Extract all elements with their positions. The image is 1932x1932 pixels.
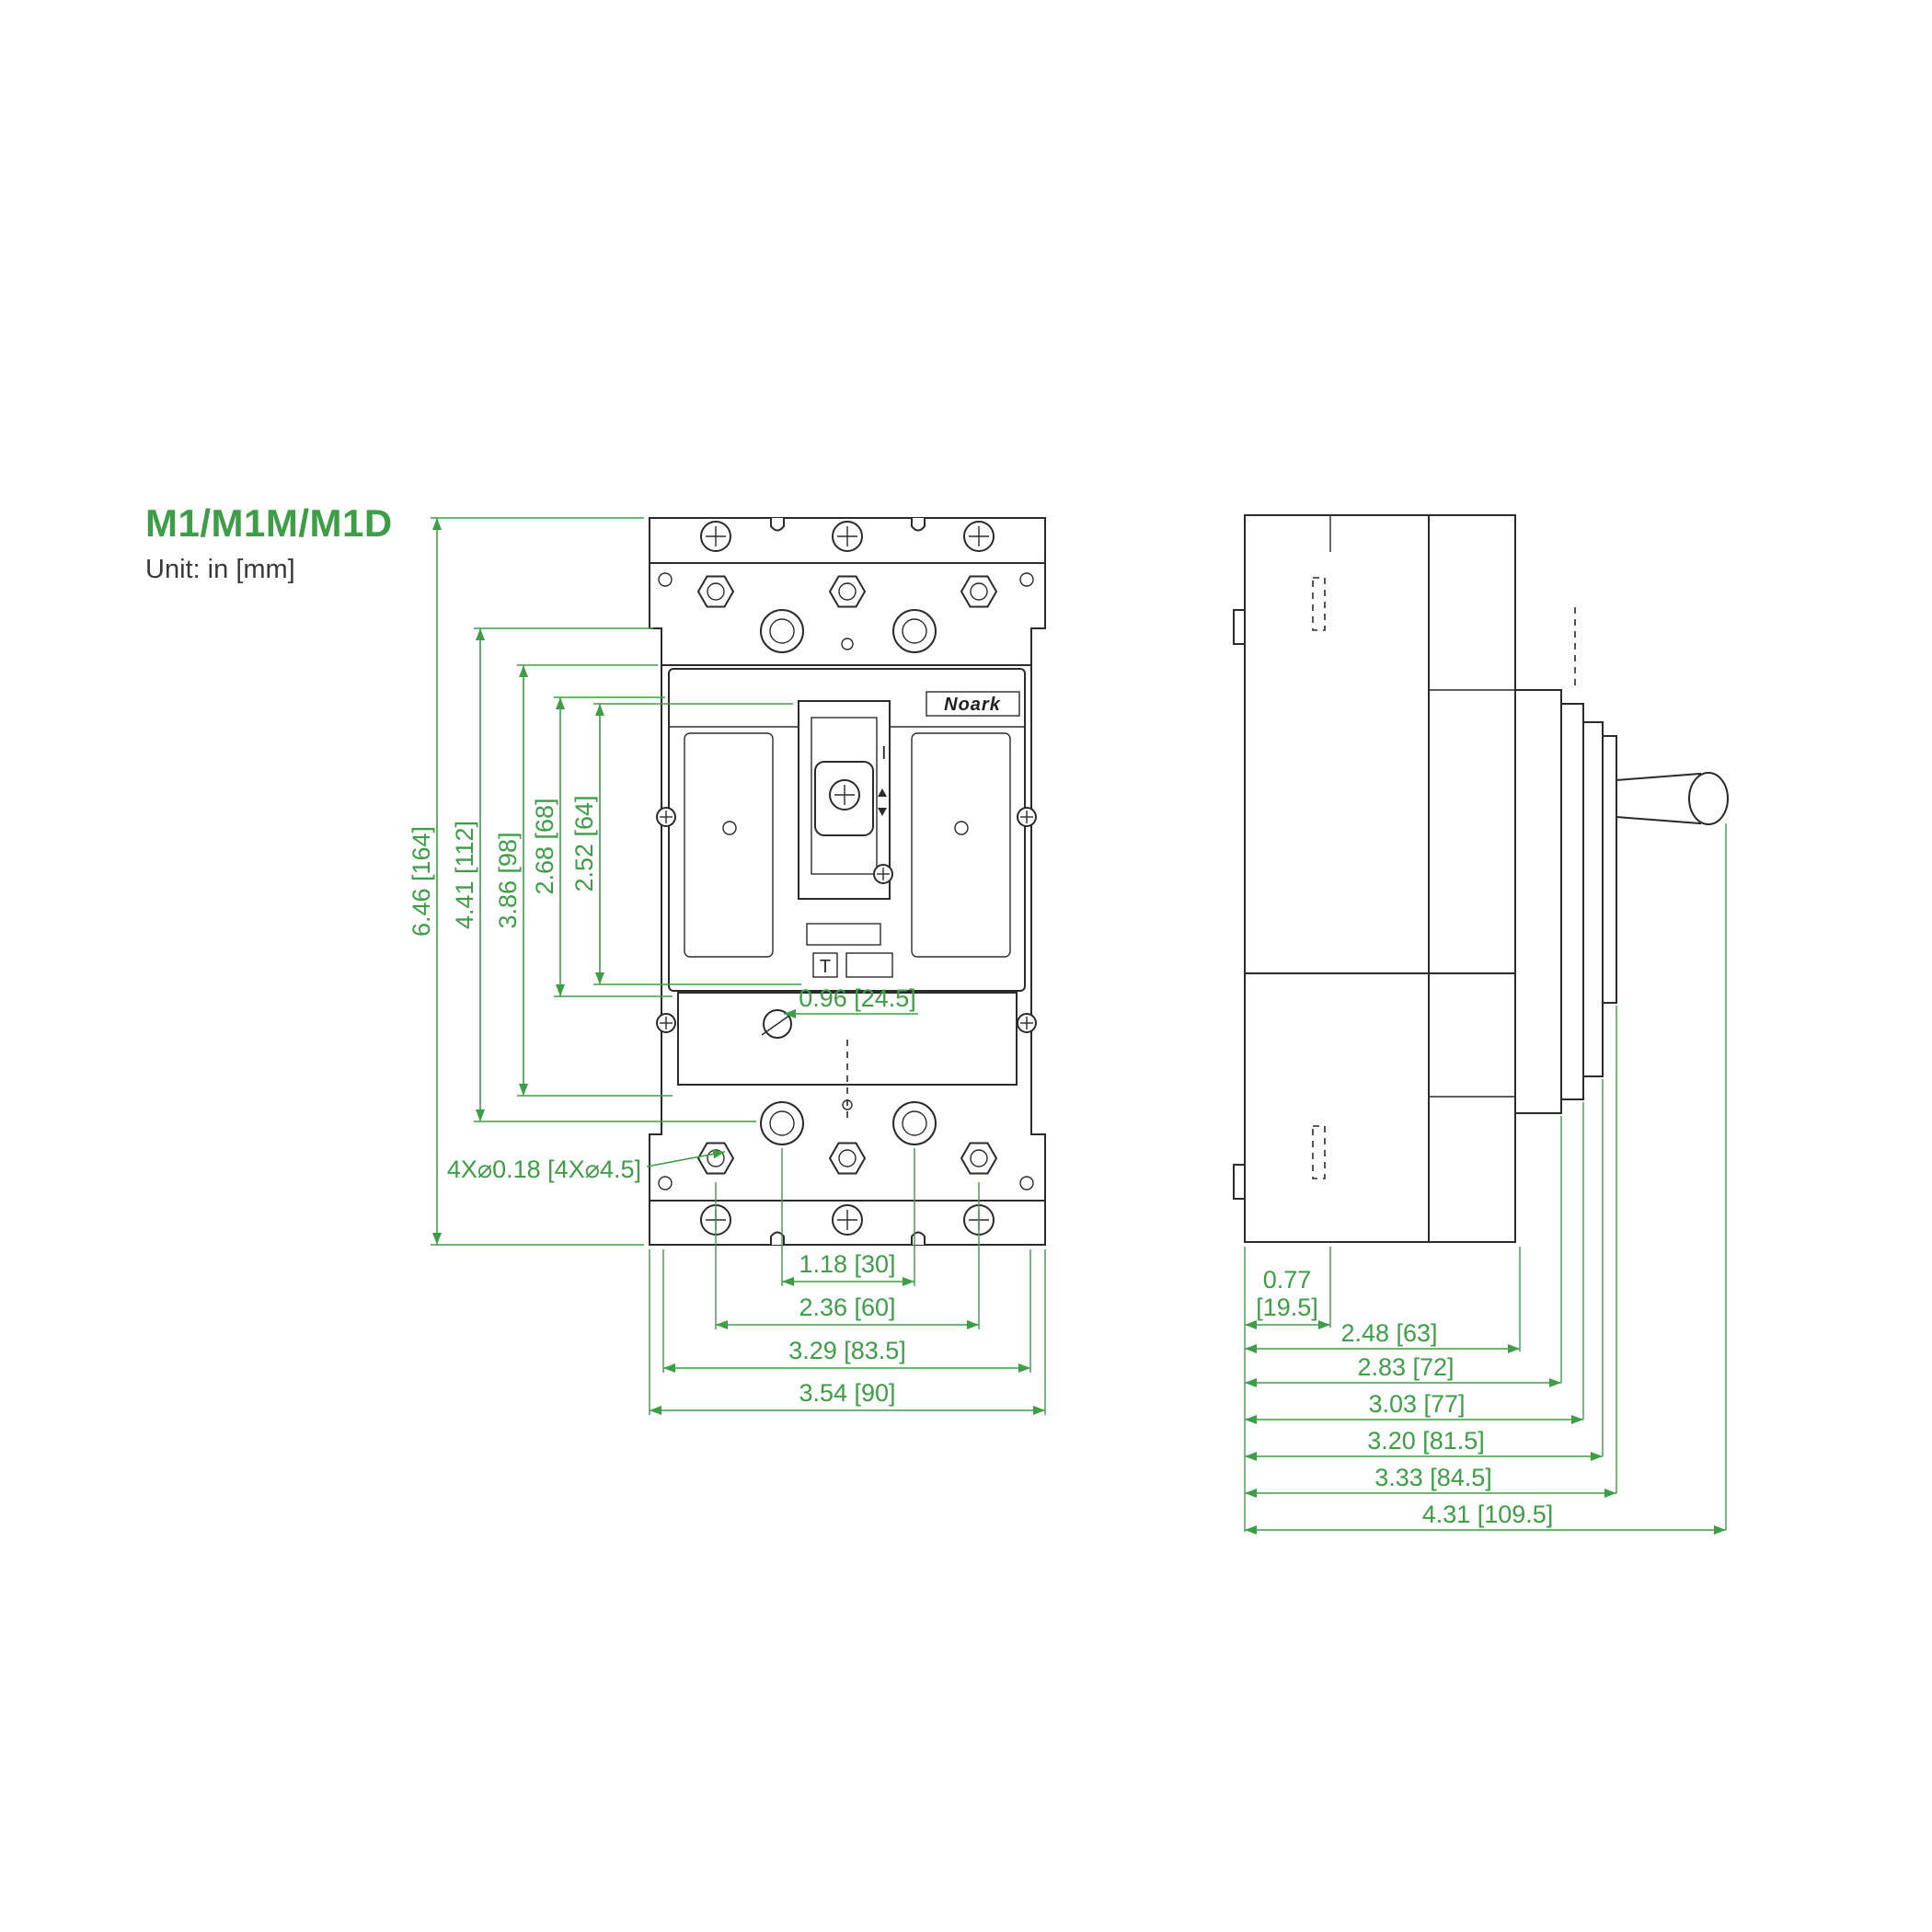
hex-bolt-icon bbox=[960, 575, 997, 608]
test-button-box bbox=[812, 952, 838, 978]
side-view-dimensions: 0.77 [19.5] 2.48 [63] 2.83 [72] 3.03 [77… bbox=[1244, 823, 1727, 1535]
front-view: Noark I T bbox=[649, 517, 1046, 1246]
front-view-dimensions: 6.46 [164] 4.41 [112] 3.86 [98] 2.68 [68… bbox=[408, 517, 1046, 1415]
dim-label-height-overall: 6.46 [164] bbox=[408, 826, 435, 937]
mounting-screw-icon bbox=[1017, 807, 1037, 827]
screw-icon bbox=[700, 521, 731, 552]
test-marker: T bbox=[820, 957, 831, 977]
hex-bolt-icon bbox=[960, 1142, 997, 1175]
dim-label-height-5: 2.52 [64] bbox=[570, 795, 598, 891]
dim-label-depth-5: 3.33 [84.5] bbox=[1374, 1464, 1492, 1491]
dim-label-depth-small-1: 0.77 bbox=[1263, 1266, 1312, 1294]
breaker-face bbox=[668, 668, 1026, 992]
dim-label-height-2: 4.41 [112] bbox=[451, 821, 478, 929]
dim-label-width-3: 3.29 [83.5] bbox=[788, 1337, 906, 1364]
hex-bolt-icon bbox=[697, 1142, 734, 1175]
dim-label-screw: 0.96 [24.5] bbox=[799, 984, 916, 1012]
screw-icon bbox=[963, 521, 995, 552]
dim-label-height-3: 3.86 [98] bbox=[494, 832, 522, 928]
side-view bbox=[1233, 514, 1729, 1243]
right-window bbox=[911, 732, 1011, 958]
side-cover-block bbox=[1428, 514, 1516, 1243]
dim-label-width-4: 3.54 [90] bbox=[799, 1379, 895, 1407]
mounting-screw-icon bbox=[1017, 1013, 1037, 1033]
hole-note: 4X⌀0.18 [4X⌀4.5] bbox=[447, 1156, 641, 1183]
title-block: M1/M1M/M1D Unit: in [mm] bbox=[145, 501, 393, 585]
dim-label-width-1: 1.18 [30] bbox=[799, 1250, 895, 1278]
side-handle bbox=[1616, 772, 1729, 825]
side-rear-block bbox=[1244, 514, 1430, 1243]
terminal-hole-icon bbox=[892, 1101, 937, 1145]
brand-logo: Noark bbox=[944, 695, 1001, 715]
screw-icon bbox=[832, 521, 863, 552]
hidden-slot bbox=[1312, 577, 1326, 631]
hidden-slot bbox=[1312, 1125, 1326, 1179]
dim-label-depth-4: 3.20 [81.5] bbox=[1367, 1427, 1485, 1455]
dim-label-width-2: 2.36 [60] bbox=[799, 1294, 895, 1321]
page-title: M1/M1M/M1D bbox=[145, 501, 393, 545]
dim-label-depth-3: 3.03 [77] bbox=[1368, 1390, 1465, 1418]
hex-bolt-icon bbox=[697, 575, 734, 608]
dim-label-depth-2: 2.83 [72] bbox=[1357, 1353, 1454, 1381]
adjustment-panel bbox=[677, 992, 1018, 1086]
toggle-handle: I bbox=[798, 700, 893, 900]
hex-bolt-icon bbox=[829, 1142, 866, 1175]
dim-label-depth-1: 2.48 [63] bbox=[1340, 1319, 1437, 1347]
screw-icon bbox=[832, 1204, 863, 1236]
dim-label-depth-6: 4.31 [109.5] bbox=[1422, 1501, 1554, 1528]
unit-label: Unit: in [mm] bbox=[145, 555, 295, 584]
dim-label-height-4: 2.68 [68] bbox=[531, 798, 558, 894]
terminal-hole-icon bbox=[892, 609, 937, 653]
brand-label-box bbox=[926, 691, 1020, 717]
left-window bbox=[684, 732, 774, 958]
terminal-hole-icon bbox=[760, 1101, 804, 1145]
dim-label-depth-small-2: [19.5] bbox=[1256, 1294, 1318, 1321]
mounting-screw-icon bbox=[656, 1013, 676, 1033]
terminal-hole-icon bbox=[760, 609, 804, 653]
rating-label bbox=[806, 923, 881, 946]
mounting-screw-icon bbox=[656, 807, 676, 827]
on-marker: I bbox=[881, 743, 887, 764]
hex-bolt-icon bbox=[829, 575, 866, 608]
